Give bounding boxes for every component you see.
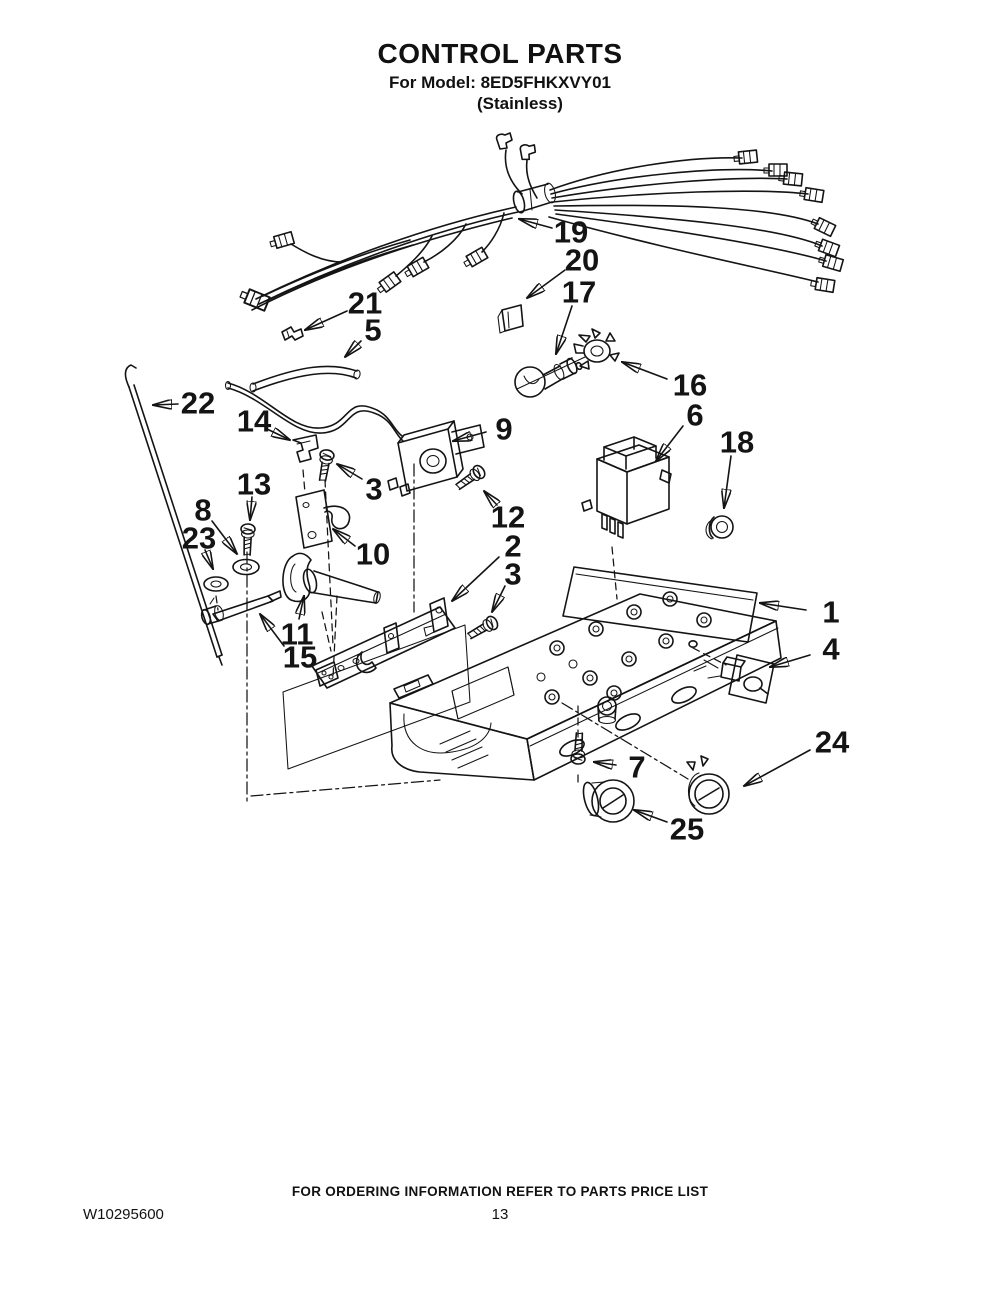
callout-layer: 1233456789101112131415161718192021222324… [153,215,850,847]
callout-9: 9 [453,412,513,447]
doc-number: W10295600 [83,1206,164,1223]
svg-text:16: 16 [673,368,707,403]
svg-text:2: 2 [504,529,521,564]
svg-text:9: 9 [495,412,512,447]
svg-text:19: 19 [554,215,588,250]
screw-7-drawing [569,731,588,766]
callout-21: 21 [305,286,382,331]
screw-3a-drawing [314,448,336,483]
grommet-drawing [705,515,734,540]
callout-6: 6 [656,398,704,462]
washer-23-drawing [203,576,229,592]
svg-text:5: 5 [364,313,381,348]
center-lines [215,463,727,803]
svg-text:24: 24 [815,725,850,760]
callout-14: 14 [237,404,290,441]
defrost-timer-drawing [581,436,672,539]
switch-drawing [693,654,775,704]
callout-1: 1 [760,595,840,630]
svg-text:23: 23 [182,521,216,556]
projection-plane-outline [282,624,471,770]
svg-text:21: 21 [348,286,382,321]
bracket-10-drawing [295,489,351,549]
wire-harness-drawing [237,132,845,312]
screw-12-drawing [452,462,488,494]
page-title: CONTROL PARTS [377,38,623,69]
socket-24-drawing [686,755,730,815]
tube-drawing [249,365,361,393]
callout-8: 8 [194,493,237,555]
callout-25: 25 [634,810,704,847]
callout-18: 18 [720,425,754,509]
callout-13: 13 [237,467,271,521]
callout-23: 23 [182,521,216,570]
svg-text:10: 10 [356,537,390,572]
washer-8-drawing [232,558,260,576]
callout-4: 4 [770,632,840,668]
svg-text:18: 18 [720,425,754,460]
finish-line: (Stainless) [477,94,563,113]
screw-3b-drawing [465,613,501,643]
svg-text:1: 1 [822,595,839,630]
svg-text:12: 12 [491,500,525,535]
mounting-plate-drawing [311,606,456,689]
svg-text:22: 22 [181,386,215,421]
bulb-socket-drawing [573,328,620,370]
callout-10: 10 [333,529,390,572]
callout-19: 19 [519,215,588,250]
svg-text:25: 25 [670,812,704,847]
footer-note: FOR ORDERING INFORMATION REFER TO PARTS … [291,1184,709,1199]
svg-text:3: 3 [504,557,521,592]
cam-11-drawing [282,552,381,604]
callout-5: 5 [345,313,382,358]
svg-text:6: 6 [686,398,703,433]
svg-text:3: 3 [365,472,382,507]
callout-3: 3 [337,464,383,507]
callout-3: 3 [492,557,522,613]
svg-text:17: 17 [562,275,596,310]
callout-11: 11 [281,596,314,652]
callout-24: 24 [744,725,850,787]
svg-text:4: 4 [822,632,840,667]
svg-text:8: 8 [194,493,211,528]
clip-2-drawing [423,597,449,637]
svg-text:15: 15 [283,640,317,675]
callout-15: 15 [260,614,317,675]
light-bulb-drawing [514,356,586,398]
callout-20: 20 [527,243,599,299]
socket-25-drawing [582,779,635,823]
clip-14-drawing [292,434,319,463]
callout-17: 17 [556,275,596,355]
callout-22: 22 [153,386,215,421]
lever-15-drawing [200,590,282,626]
callout-16: 16 [622,362,707,403]
svg-text:7: 7 [628,750,645,785]
callout-12: 12 [484,491,525,535]
title-block: CONTROL PARTS For Model: 8ED5FHKXVY01 (S… [0,38,1000,114]
svg-text:11: 11 [281,617,314,652]
svg-text:20: 20 [565,243,599,278]
clip-21-drawing [281,326,304,341]
page-number: 13 [491,1206,509,1223]
clip-20-drawing [497,304,524,334]
control-housing-drawing [389,566,782,781]
callout-2: 2 [452,529,522,602]
svg-text:14: 14 [237,404,272,439]
svg-text:13: 13 [237,467,271,502]
callout-7: 7 [594,750,646,785]
model-line: For Model: 8ED5FHKXVY01 [389,73,611,92]
screw-13-drawing [239,522,256,557]
